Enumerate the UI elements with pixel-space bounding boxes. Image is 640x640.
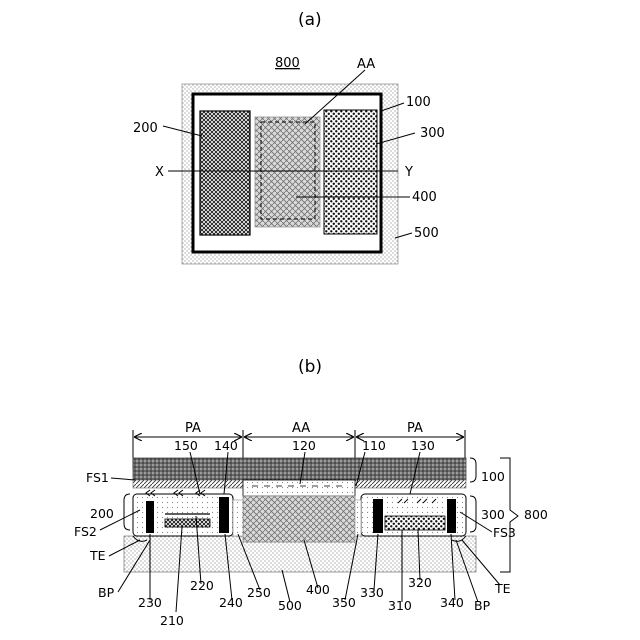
label-fs1: FS1 xyxy=(86,470,109,485)
label-aa-b: AA xyxy=(292,421,310,436)
label-200: 200 xyxy=(133,121,158,136)
label-220: 220 xyxy=(190,578,214,593)
label-500: 500 xyxy=(414,226,439,241)
label-130: 130 xyxy=(411,438,435,453)
label-te-right: TE xyxy=(494,581,511,596)
label-bp-right: BP xyxy=(474,598,491,613)
region-400 xyxy=(255,117,320,227)
element-250 xyxy=(233,500,243,536)
label-pa-left: PA xyxy=(185,421,201,436)
label-bp-left: BP xyxy=(98,585,115,600)
label-te-left: TE xyxy=(89,548,106,563)
pillar-240 xyxy=(219,497,229,533)
label-230: 230 xyxy=(138,595,162,610)
bracket-300 xyxy=(470,496,476,532)
bonding-strip-left xyxy=(133,480,243,488)
region-300 xyxy=(324,110,377,234)
label-110: 110 xyxy=(362,438,386,453)
label-500-b: 500 xyxy=(278,598,302,613)
region-400-b xyxy=(243,496,355,542)
label-400: 400 xyxy=(412,190,437,205)
figure-b: (b) PA AA PA xyxy=(74,357,548,628)
label-140: 140 xyxy=(214,438,238,453)
label-330: 330 xyxy=(360,585,384,600)
label-250: 250 xyxy=(247,585,271,600)
region-200 xyxy=(200,111,250,235)
label-240: 240 xyxy=(219,595,243,610)
bracket-200 xyxy=(124,494,130,530)
label-y: Y xyxy=(404,165,413,180)
label-aa: AA xyxy=(357,57,375,72)
label-x: X xyxy=(155,165,164,180)
element-350 xyxy=(355,500,361,536)
figure-a-title: (a) xyxy=(298,10,322,30)
label-300-b: 300 xyxy=(481,507,505,522)
pillar-340 xyxy=(447,499,456,533)
label-fs3: FS3 xyxy=(493,525,516,540)
label-350: 350 xyxy=(332,595,356,610)
bonding-strip-right xyxy=(355,480,466,488)
layer-120 xyxy=(243,480,355,496)
figure-a: (a) 800 AA 100 200 300 X Y 400 500 xyxy=(133,10,445,264)
label-340: 340 xyxy=(440,595,464,610)
label-fs2: FS2 xyxy=(74,524,97,539)
label-300: 300 xyxy=(420,126,445,141)
element-210 xyxy=(165,519,210,527)
label-310: 310 xyxy=(388,598,412,613)
label-100-b: 100 xyxy=(481,469,505,484)
leader-fs1 xyxy=(111,478,135,480)
element-310 xyxy=(385,516,445,530)
label-pa-right: PA xyxy=(407,421,423,436)
label-800-b: 800 xyxy=(524,507,548,522)
figure-a-ref-800: 800 xyxy=(275,56,300,71)
label-100: 100 xyxy=(406,95,431,110)
label-210: 210 xyxy=(160,613,184,628)
bracket-100 xyxy=(470,458,476,482)
label-120: 120 xyxy=(292,438,316,453)
label-200-b: 200 xyxy=(90,506,114,521)
pillar-330 xyxy=(373,499,383,533)
label-320: 320 xyxy=(408,575,432,590)
label-150: 150 xyxy=(174,438,198,453)
pillar-230 xyxy=(146,501,154,533)
label-400-b: 400 xyxy=(306,582,330,597)
figure-b-title: (b) xyxy=(298,357,322,377)
